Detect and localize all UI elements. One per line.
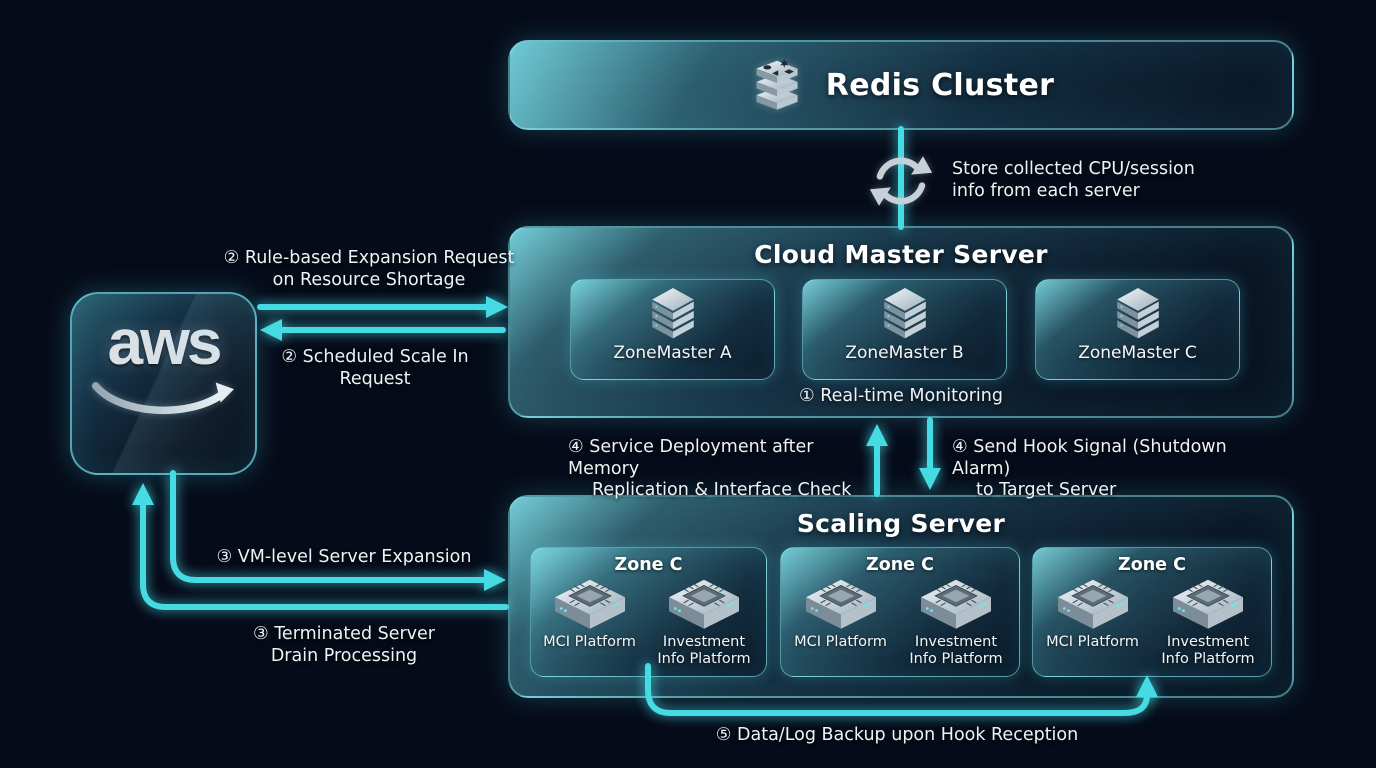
- investment-info-platform-label: Investment Info Platform: [1161, 634, 1255, 667]
- scheduled-scale-in-label: ② Scheduled Scale In Request: [281, 347, 469, 389]
- aws-node: aws: [70, 292, 257, 475]
- scaling-server-title: Scaling Server: [796, 509, 1006, 538]
- cloud-master-title: Cloud Master Server: [754, 240, 1048, 269]
- redis-database-stack-icon: [756, 58, 798, 110]
- zonemaster-c-label: ZoneMaster C: [1078, 343, 1197, 363]
- aws-smile-arrow-icon: [91, 382, 234, 415]
- zonemaster-a-card: ZoneMaster A: [570, 279, 775, 380]
- investment-info-platform-label: Investment Info Platform: [657, 634, 751, 667]
- zone-3-title: Zone C: [1118, 555, 1186, 575]
- cpu-chip-icon: [1056, 579, 1129, 630]
- sync-arrows-icon: [868, 148, 934, 214]
- zone-1-title: Zone C: [614, 555, 683, 575]
- cpu-chip-icon: [553, 579, 626, 630]
- vm-expansion-label: ③ VM-level Server Expansion: [216, 547, 472, 567]
- zone-card-1: Zone C MCI Platform Investment Info Plat…: [530, 547, 767, 677]
- zone-card-3: Zone C MCI Platform Investment Info Plat…: [1032, 547, 1272, 677]
- drain-processing-label: ③ Terminated Server Drain Processing: [252, 624, 436, 666]
- server-stack-icon: [651, 288, 694, 339]
- mci-platform-label: MCI Platform: [794, 634, 887, 650]
- realtime-monitoring-label: ① Real-time Monitoring: [799, 386, 1003, 406]
- hook-signal-label: ④ Send Hook Signal (Shutdown Alarm) to T…: [952, 437, 1227, 500]
- zone-card-2: Zone C MCI Platform Investment Info Plat…: [780, 547, 1020, 677]
- aws-logo-text: aws: [107, 306, 223, 378]
- zonemaster-c-card: ZoneMaster C: [1035, 279, 1240, 380]
- server-stack-icon: [883, 288, 926, 339]
- cpu-chip-icon: [920, 579, 992, 630]
- cloud-master-server-panel: Cloud Master Server ZoneMaster A ZoneMas…: [508, 226, 1294, 418]
- store-note-label: Store collected CPU/session info from ea…: [952, 159, 1195, 201]
- zonemaster-a-label: ZoneMaster A: [613, 343, 732, 363]
- cpu-chip-icon: [804, 579, 877, 630]
- investment-info-platform-label: Investment Info Platform: [909, 634, 1003, 667]
- scaling-server-panel: Scaling Server Zone C MCI Platform Inves…: [508, 495, 1294, 698]
- redis-cluster-panel: Redis Cluster: [508, 40, 1294, 130]
- mci-platform-label: MCI Platform: [1046, 634, 1139, 650]
- service-deployment-label: ④ Service Deployment after Memory Replic…: [568, 437, 852, 500]
- backup-label: ⑤ Data/Log Backup upon Hook Reception: [715, 725, 1079, 745]
- redis-cluster-title: Redis Cluster: [825, 67, 1055, 103]
- cpu-chip-icon: [668, 579, 740, 630]
- zone-2-title: Zone C: [866, 555, 934, 575]
- server-stack-icon: [1116, 288, 1159, 339]
- cpu-chip-icon: [1172, 579, 1244, 630]
- rule-based-expansion-label: ② Rule-based Expansion Request on Resour…: [223, 248, 515, 290]
- mci-platform-label: MCI Platform: [543, 634, 636, 650]
- zonemaster-b-label: ZoneMaster B: [845, 343, 964, 363]
- zonemaster-b-card: ZoneMaster B: [802, 279, 1007, 380]
